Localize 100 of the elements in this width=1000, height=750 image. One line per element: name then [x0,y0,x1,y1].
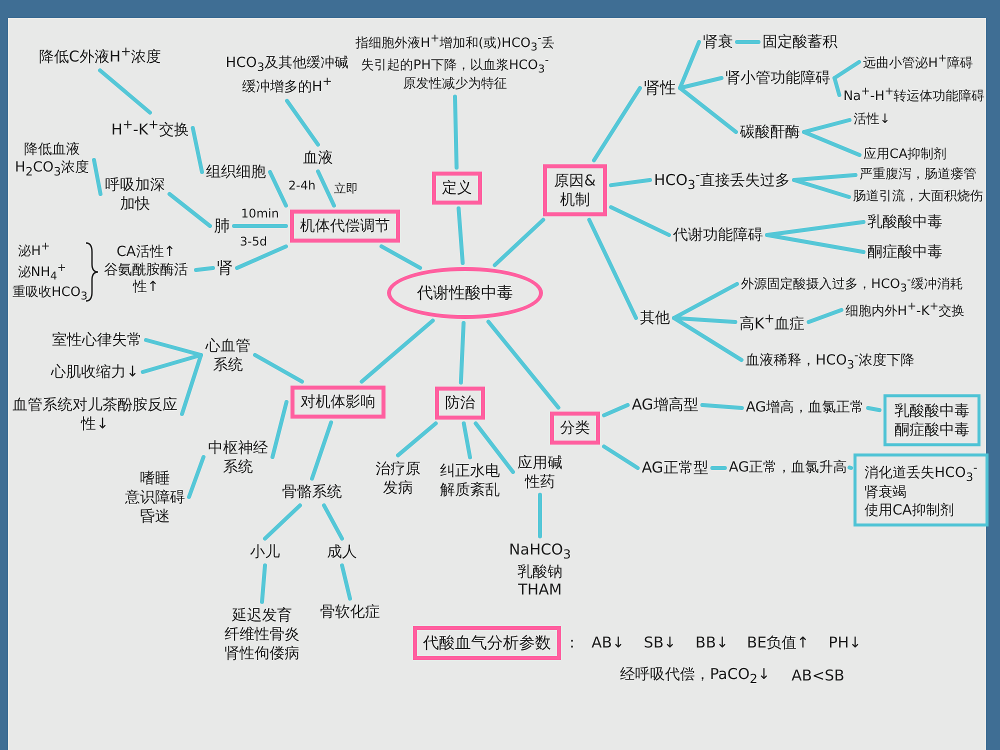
connector-line [672,316,738,324]
connector-line [285,98,320,147]
branch-label: 其他 [640,308,670,328]
connector-line [538,492,542,538]
parameter-text: BB↓ [695,634,729,652]
parameter-text: SB↓ [644,634,676,652]
list-text: 肾衰竭 [864,484,908,502]
connector-line [587,218,638,320]
parameter-text: ： [564,634,580,652]
topic-box: 原因&机制 [543,164,607,216]
connector-line [802,130,862,157]
branch-label: 呼吸加深加快 [104,175,166,213]
connector-line [380,244,422,270]
topic-box: 分类 [550,412,600,444]
branch-label: AG增高，血氯正常 [746,399,864,417]
connector-line [194,266,215,272]
branch-label: CA活性↑ [115,244,177,262]
connector-line [832,76,842,97]
topic-box: 机体代偿调节 [290,210,400,242]
branch-label: 纠正水电解质紊乱 [440,461,500,499]
branch-label: 降低C外液H$^{+}$浓度 [38,44,162,66]
branch-label: HCO$_{3}$及其他缓冲碱缓冲增多的H$^{+}$ [223,55,351,97]
connector-line [316,169,336,208]
connector-line [602,444,640,470]
connector-line [710,466,727,470]
branch-label: 延迟发育 [231,606,293,625]
branch-label: 昏迷 [139,506,171,526]
list-box [854,453,988,527]
branch-label: 酮症酸中毒 [868,242,942,262]
branch-label: 治疗原发病 [375,459,421,497]
branch-label: 肾性 [644,78,676,98]
branch-label: 肾小管功能障碍 [726,68,830,88]
parameter-text: AB↓ [591,634,625,652]
connector-line [700,403,744,410]
connector-line [492,218,546,268]
branch-label: 血液稀释，HCO$_{3}$$^{-}$浓度下降 [746,348,914,372]
branch-label: 乳酸钠 [516,562,564,581]
connector-line [340,563,352,601]
connector-line [168,192,212,228]
branch-label: 谷氨酰胺酶活性↑ [103,261,189,296]
branch-label: Na$^{+}$-H$^{+}$转运体功能障碍 [843,84,985,106]
connector-line [180,353,203,416]
branch-label: 固定酸蓄积 [762,32,838,52]
list-text: 乳酸酸中毒 [894,401,970,420]
connector-line [792,173,858,182]
branch-label: 严重腹泻，肠道瘘管 [860,166,976,184]
connector-line [462,421,472,460]
connector-line [672,316,744,362]
connector-line [235,244,288,270]
connector-line [609,178,652,188]
connector-line [92,158,102,196]
connector-line [456,206,465,265]
branch-label: 骨软化症 [320,602,380,622]
connector-line [190,126,204,174]
connector-line [765,233,866,254]
connector-line [322,503,344,541]
branch-label: 血管系统对儿茶酚胺反应性↓ [12,395,178,433]
connector-line [792,178,851,199]
branch-label: AG正常型 [642,458,708,478]
branch-label: 组织细胞 [206,162,266,182]
connector-line [260,563,267,604]
parameter-text: AB<SB [792,666,844,686]
topic-box: 防治 [435,386,485,420]
branch-label: 外源固定酸摄入过多，HCO$_{3}$$^{-}$缓冲消耗 [741,272,963,296]
branch-label: 碳酸酐酶 [740,122,800,142]
branch-label: 嗜睡 [139,468,171,488]
branch-label: 肾衰 [703,32,733,52]
connector-line [866,406,882,412]
connector-line [98,68,152,115]
branch-label: 肾性佝偻病 [224,643,300,662]
branch-label: AG正常，血氯升高 [728,459,848,477]
branch-label: 应用碱性药 [517,453,563,491]
branch-label: AG增高型 [632,396,698,414]
connector-line [802,118,852,134]
connector-line [270,400,288,459]
list-box [884,394,980,446]
note-text: 泌H$^{+}$ [18,240,50,260]
connector-line [474,421,515,474]
connector-line [832,60,862,80]
topic-box: 对机体影响 [290,386,386,418]
connector-line [453,94,459,170]
parameter-text: BE负值↑ [746,634,810,652]
branch-label: 成人 [327,542,357,562]
connector-line [253,353,304,384]
connector-line [678,86,738,134]
connector-line [735,40,760,44]
branch-label: 应用CA抑制剂 [864,146,946,164]
branch-label: 远曲小管泌H$^{+}$障碍 [863,52,973,72]
connector-line [609,205,671,237]
branch-label: 室性心律失常 [52,330,142,350]
connector-line [806,308,844,324]
note-text: 重吸收HCO$_{3}$ [12,284,88,304]
connector-line [268,170,288,208]
branch-label: 骨骼系统 [282,482,342,502]
branch-label: 高K$^{+}$血症 [739,310,805,334]
branch-label: 乳酸酸中毒 [868,212,942,232]
connector-line [263,503,302,541]
branch-label: 肺 [214,216,230,236]
connector-line [310,420,334,481]
connector-line [396,421,438,458]
